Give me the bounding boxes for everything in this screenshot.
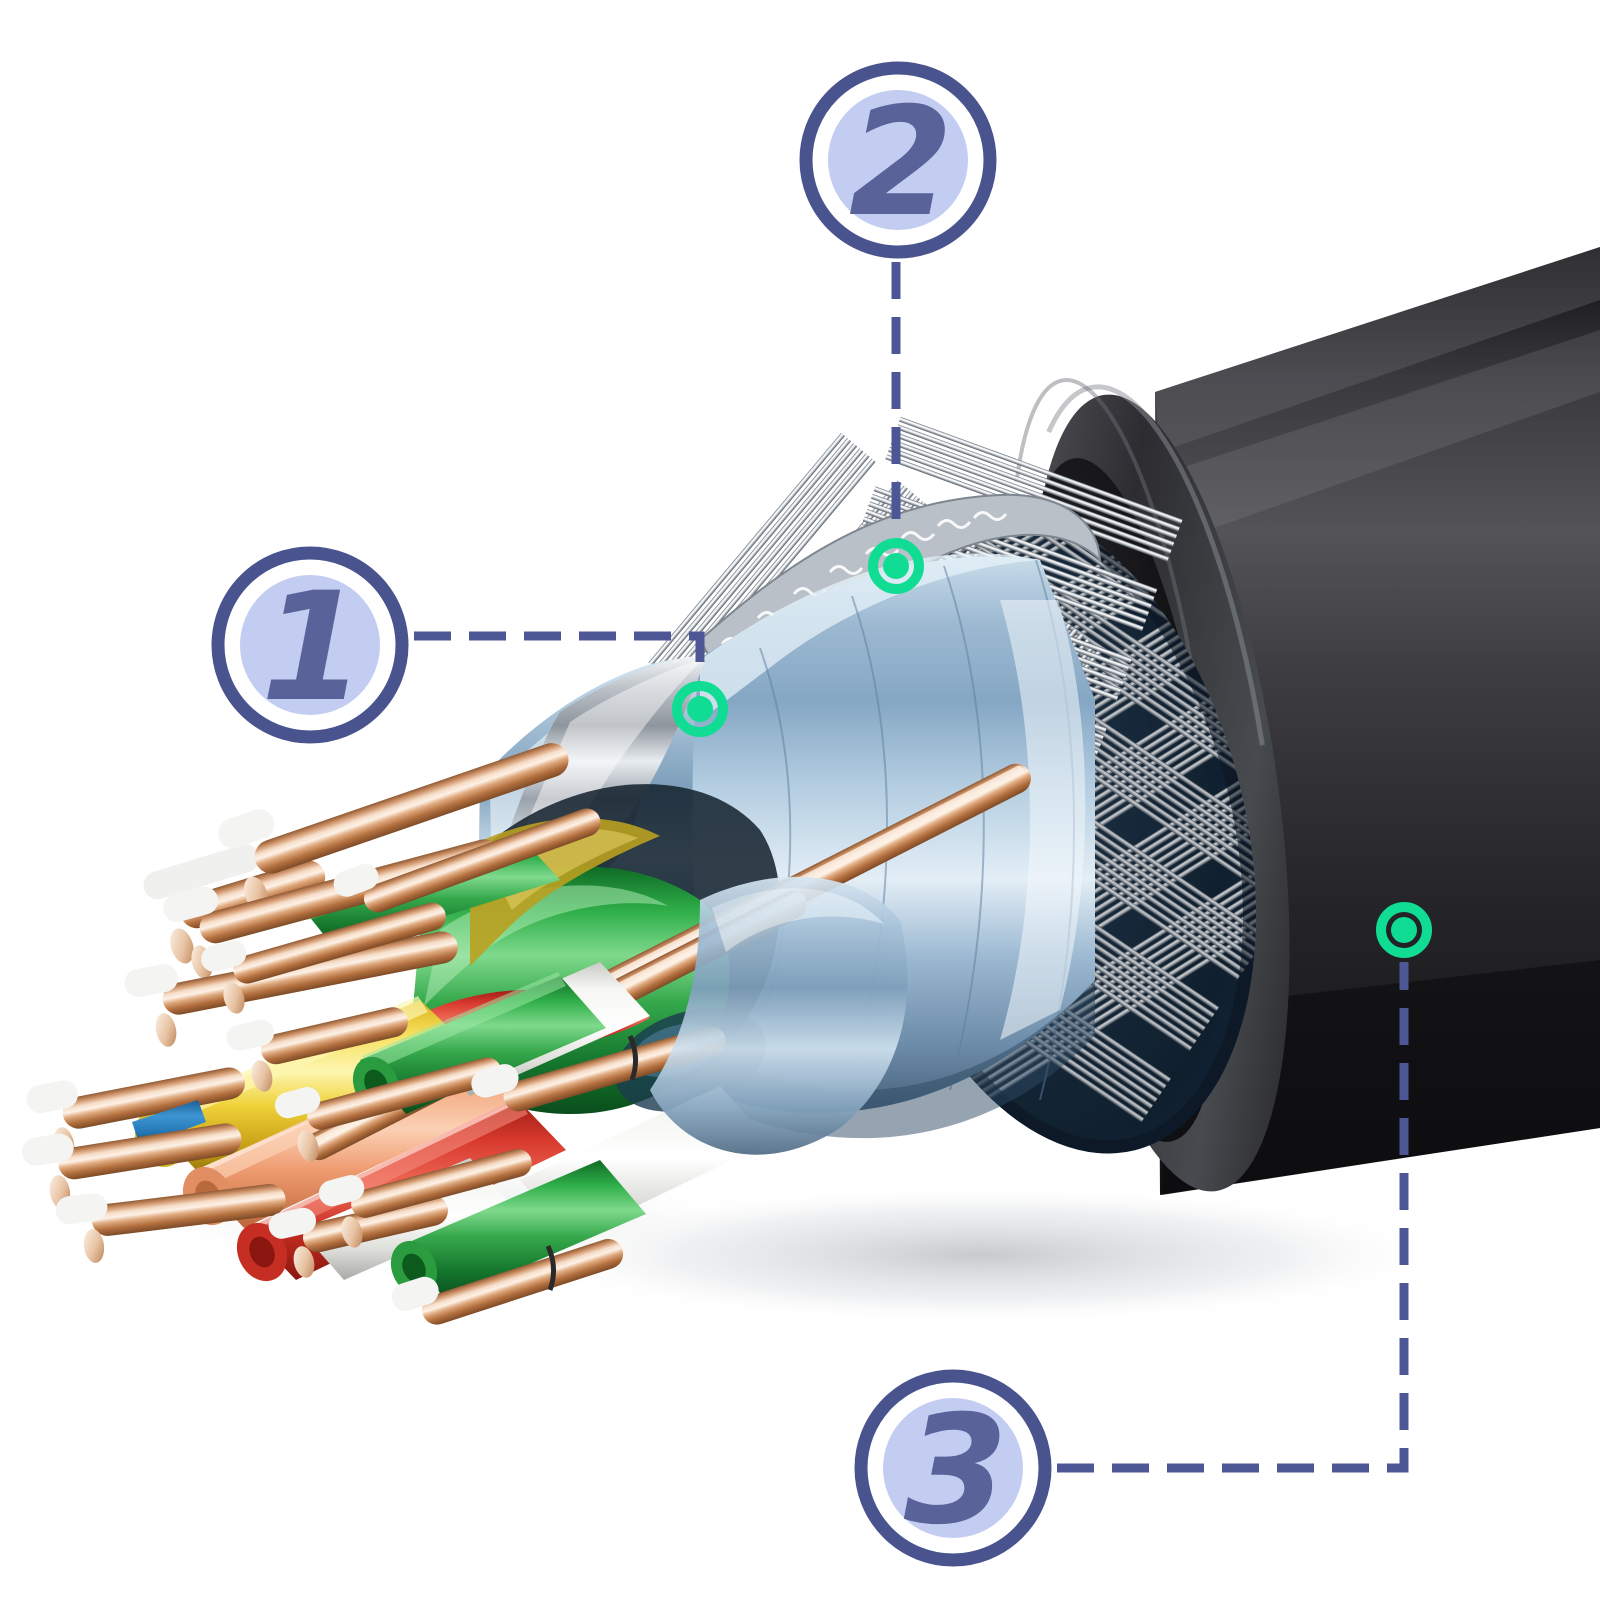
foil-band-overlay — [650, 876, 908, 1155]
connector-lines — [414, 262, 1409, 1473]
target-marker-2[interactable] — [868, 538, 924, 594]
conductor-bare-right — [471, 1026, 726, 1112]
target-markers — [672, 538, 1432, 958]
conductor-bare-4 — [274, 1057, 502, 1162]
target-marker-1[interactable] — [672, 681, 728, 737]
callout-badges — [211, 61, 1052, 1567]
conductor-bare-right-2 — [391, 1239, 624, 1325]
conductor-green-low — [268, 1160, 646, 1300]
conductor-bare-7 — [333, 808, 601, 913]
callout-badge-2[interactable] — [799, 61, 997, 259]
conductor-blue — [132, 1100, 206, 1146]
cable-shadow — [510, 1185, 1450, 1325]
target-marker-3[interactable] — [1376, 902, 1432, 958]
callout-badge-3[interactable] — [854, 1369, 1052, 1567]
conductor-bare-5 — [318, 1149, 532, 1248]
callout-badge-1[interactable] — [211, 546, 409, 744]
connector-line-3 — [1057, 962, 1409, 1473]
conductor-bare-6 — [201, 902, 446, 1014]
connector-line-1 — [414, 631, 705, 678]
